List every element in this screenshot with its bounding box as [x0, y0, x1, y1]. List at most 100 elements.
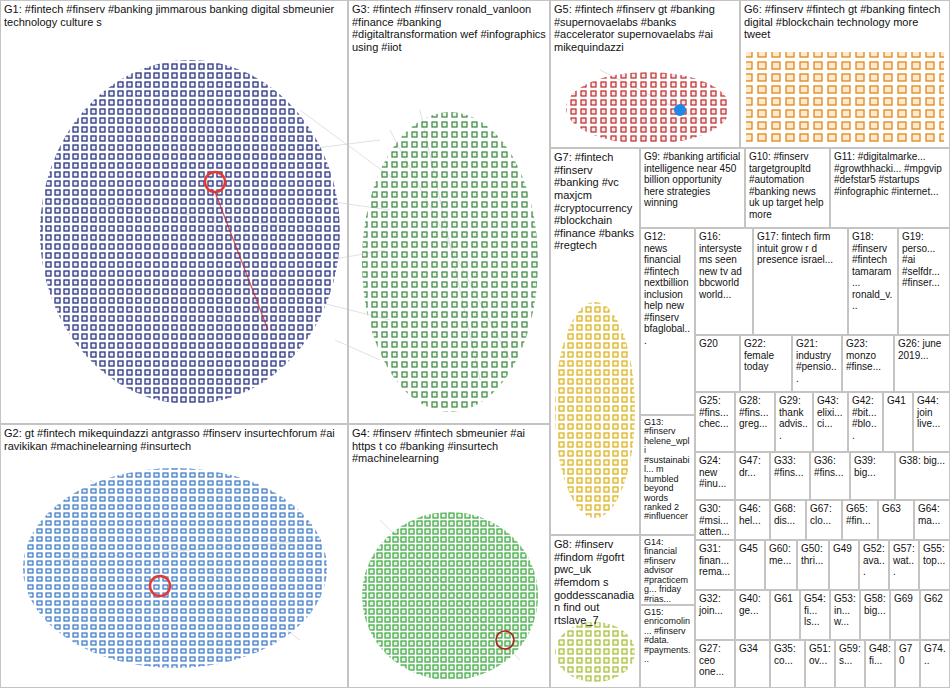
group-box: G54: fi... ls...: [800, 590, 830, 640]
group-box: G22: female today: [740, 335, 792, 392]
group-label: G33: #fins...: [774, 455, 806, 478]
group-label: G63: [882, 503, 910, 515]
group-box: G48: fi...: [865, 640, 895, 688]
group-label: G20: [699, 338, 736, 350]
group-box: G64: ma...: [914, 500, 950, 540]
group-box: G21: industry #pensio...: [792, 335, 842, 392]
group-label: G17: fintech firm intuit grow r d presen…: [757, 231, 844, 266]
group-label: G36: #fins...: [814, 455, 846, 478]
group-box: G68: dis...: [770, 500, 806, 540]
group-box: G24: new #inu...: [695, 452, 735, 500]
group-label: G5: #fintech #finserv gt #banking #super…: [554, 3, 736, 54]
group-label: G49: [833, 543, 855, 555]
group-box: G17: fintech firm intuit grow r d presen…: [753, 228, 848, 335]
group-label: G65: #fin...: [846, 503, 874, 526]
group-label: G38: big...: [899, 455, 946, 467]
group-label: G11: #digitalmarke... #growthhacki... #m…: [834, 151, 946, 197]
group-label: G43: elixi... ci...: [817, 395, 844, 430]
group-box: G19: perso... #ai #selfdr... #finser...: [898, 228, 950, 335]
group-box: G33: #fins...: [770, 452, 810, 500]
group-box: G62: [920, 590, 950, 640]
group-label: G35: co...: [774, 643, 801, 666]
group-box: G38: big...: [895, 452, 950, 500]
group-box: G10: #finserv targetgroupltd #automation…: [745, 148, 830, 228]
group-label: G41: [887, 395, 909, 407]
group-label: G23: monzo #finse...: [846, 338, 890, 373]
group-label: G44: join live...: [917, 395, 946, 430]
group-box: G13: #finserv helene_wpli #sustainabil..…: [640, 415, 695, 535]
group-box: G67: clo...: [806, 500, 842, 540]
group-label: G3: #fintech #finserv ronald_vanloon #fi…: [352, 3, 546, 54]
group-box: G3: #fintech #finserv ronald_vanloon #fi…: [348, 0, 550, 424]
group-label: G50: thri...: [801, 543, 825, 566]
group-box: G2: gt #fintech mikequindazzi antgrasso …: [0, 424, 348, 688]
group-label: G14: financial #finserv advisor #practic…: [644, 538, 691, 604]
group-label: G51: ov...: [809, 643, 831, 666]
group-box: G65: #fin...: [842, 500, 878, 540]
group-label: G26: june 2019...: [898, 338, 946, 361]
group-label: G60: me...: [769, 543, 793, 566]
group-label: G40: ge...: [739, 593, 766, 616]
group-label: G15: enricomolin... #finserv #data. #pay…: [644, 608, 691, 665]
group-box: G7: #fintech #finserv #banking #vc maxjc…: [550, 148, 640, 535]
group-box: G52: ava...: [859, 540, 889, 590]
group-label: G69: [894, 593, 916, 605]
group-box: G18: #finserv #fintech tamaram... ronald…: [848, 228, 898, 335]
group-label: G64: ma...: [918, 503, 946, 526]
group-label: G47: dr...: [739, 455, 766, 478]
group-box: G49: [829, 540, 859, 590]
group-label: G16: intersystems seen new tv ad bbcworl…: [699, 231, 749, 300]
group-label: G29: thank advis...: [779, 395, 809, 441]
group-label: G32: join...: [699, 593, 731, 616]
group-label: G4: #finserv #fintech sbmeunier #ai http…: [352, 427, 546, 465]
group-box: G32: join...: [695, 590, 735, 640]
group-box: G4: #finserv #fintech sbmeunier #ai http…: [348, 424, 550, 688]
group-box: G60: me...: [765, 540, 797, 590]
group-box: G8: #finserv #findom #gofrt pwc_uk #femd…: [550, 535, 640, 688]
group-label: G34: [739, 643, 766, 655]
group-box: G11: #digitalmarke... #growthhacki... #m…: [830, 148, 950, 228]
group-label: G74...: [924, 643, 946, 666]
group-box: G45: [735, 540, 765, 590]
group-box: G59: s...: [835, 640, 865, 688]
group-label: G59: s...: [839, 643, 861, 666]
group-box: G29: thank advis...: [775, 392, 813, 452]
group-label: G67: clo...: [810, 503, 838, 526]
group-label: G13: #finserv helene_wpli #sustainabil..…: [644, 418, 691, 522]
group-label: G46: hel...: [739, 503, 766, 526]
group-box: G50: thri...: [797, 540, 829, 590]
group-box: G6: #finserv #fintech gt #banking fintec…: [740, 0, 950, 148]
group-label: G30: #msi... atten...: [699, 503, 731, 538]
group-label: G42: #bit... #blo...: [852, 395, 879, 441]
group-box: G42: #bit... #blo...: [848, 392, 883, 452]
group-box: G39: big...: [850, 452, 895, 500]
group-box: G5: #fintech #finserv gt #banking #super…: [550, 0, 740, 148]
group-box: G63: [878, 500, 914, 540]
group-label: G53: in... w...: [834, 593, 856, 628]
group-label: G10: #finserv targetgroupltd #automation…: [749, 151, 826, 220]
group-box: G26: june 2019...: [894, 335, 950, 392]
group-label: G48: fi...: [869, 643, 891, 666]
group-box: G14: financial #finserv advisor #practic…: [640, 535, 695, 605]
group-box: G46: hel...: [735, 500, 770, 540]
group-box: G28: #fins... greg...: [735, 392, 775, 452]
group-label: G52: ava...: [863, 543, 885, 578]
group-box: G20: [695, 335, 740, 392]
group-label: G27: ceo one...: [699, 643, 731, 678]
group-box: G30: #msi... atten...: [695, 500, 735, 540]
group-label: G9: #banking artificial intelligence nea…: [644, 151, 741, 209]
group-box: G16: intersystems seen new tv ad bbcworl…: [695, 228, 753, 335]
group-label: G70: [899, 643, 916, 666]
group-label: G18: #finserv #fintech tamaram... ronald…: [852, 231, 894, 312]
group-box: G36: #fins...: [810, 452, 850, 500]
group-label: G45: [739, 543, 761, 555]
group-box: G55: top...: [919, 540, 950, 590]
group-box: G43: elixi... ci...: [813, 392, 848, 452]
group-label: G25: #fins... chec...: [699, 395, 731, 430]
group-box: G35: co...: [770, 640, 805, 688]
group-label: G19: perso... #ai #selfdr... #finser...: [902, 231, 946, 289]
group-box: G40: ge...: [735, 590, 770, 640]
group-box: G47: dr...: [735, 452, 770, 500]
group-label: G24: new #inu...: [699, 455, 731, 490]
group-label: G62: [924, 593, 946, 605]
